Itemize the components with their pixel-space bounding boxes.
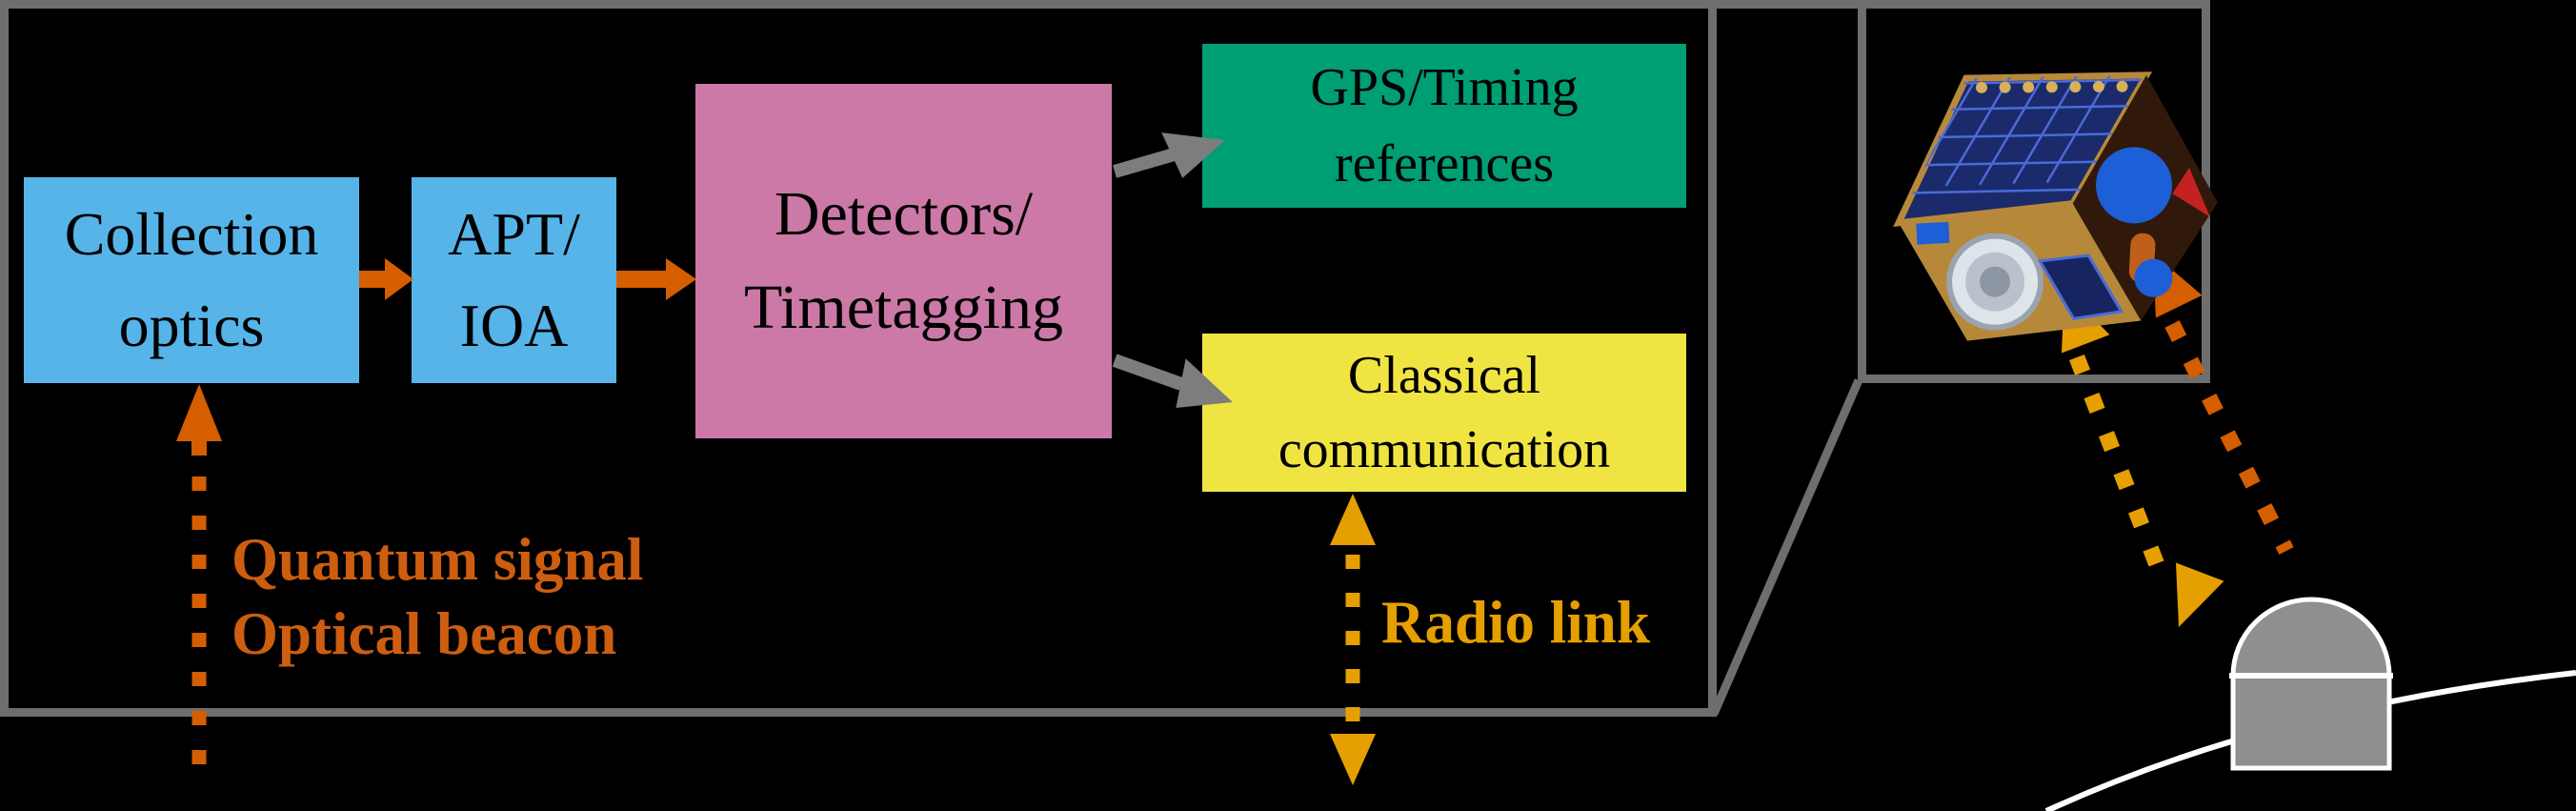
block-gps-timing-references: GPS/Timing references <box>1202 44 1686 208</box>
block-gps-line1: GPS/Timing <box>1310 58 1579 117</box>
block-collection-line2: optics <box>118 292 265 359</box>
block-detectors-timetagging: Detectors/ Timetagging <box>695 84 1112 438</box>
block-collection-line1: Collection <box>64 200 319 268</box>
block-classical-communication: Classical communication <box>1202 334 1686 492</box>
block-apt-line2: IOA <box>459 292 569 359</box>
connector-line-bottom <box>1709 378 1863 716</box>
satellite-box <box>1858 0 2210 383</box>
block-classical-line1: Classical <box>1347 346 1541 405</box>
ground-station-box <box>0 0 1717 717</box>
block-detectors-line1: Detectors/ <box>774 179 1034 249</box>
label-optical-beacon: Optical beacon <box>231 600 617 667</box>
label-radio-link: Radio link <box>1381 589 1650 656</box>
label-quantum-signal: Quantum signal <box>231 526 644 593</box>
dome-body <box>2230 597 2392 771</box>
label-quantum-optical-beacon: Quantum signal Optical beacon <box>231 522 643 671</box>
observatory-dome-icon <box>2229 597 2393 771</box>
block-collection-optics: Collection optics <box>24 177 359 383</box>
block-apt-line1: APT/ <box>448 200 580 268</box>
block-apt-ioa: APT/ IOA <box>412 177 616 383</box>
block-gps-line2: references <box>1334 134 1554 193</box>
block-classical-line2: communication <box>1278 420 1611 479</box>
block-detectors-line2: Timetagging <box>744 273 1063 342</box>
horizon-curve <box>2044 670 2576 811</box>
